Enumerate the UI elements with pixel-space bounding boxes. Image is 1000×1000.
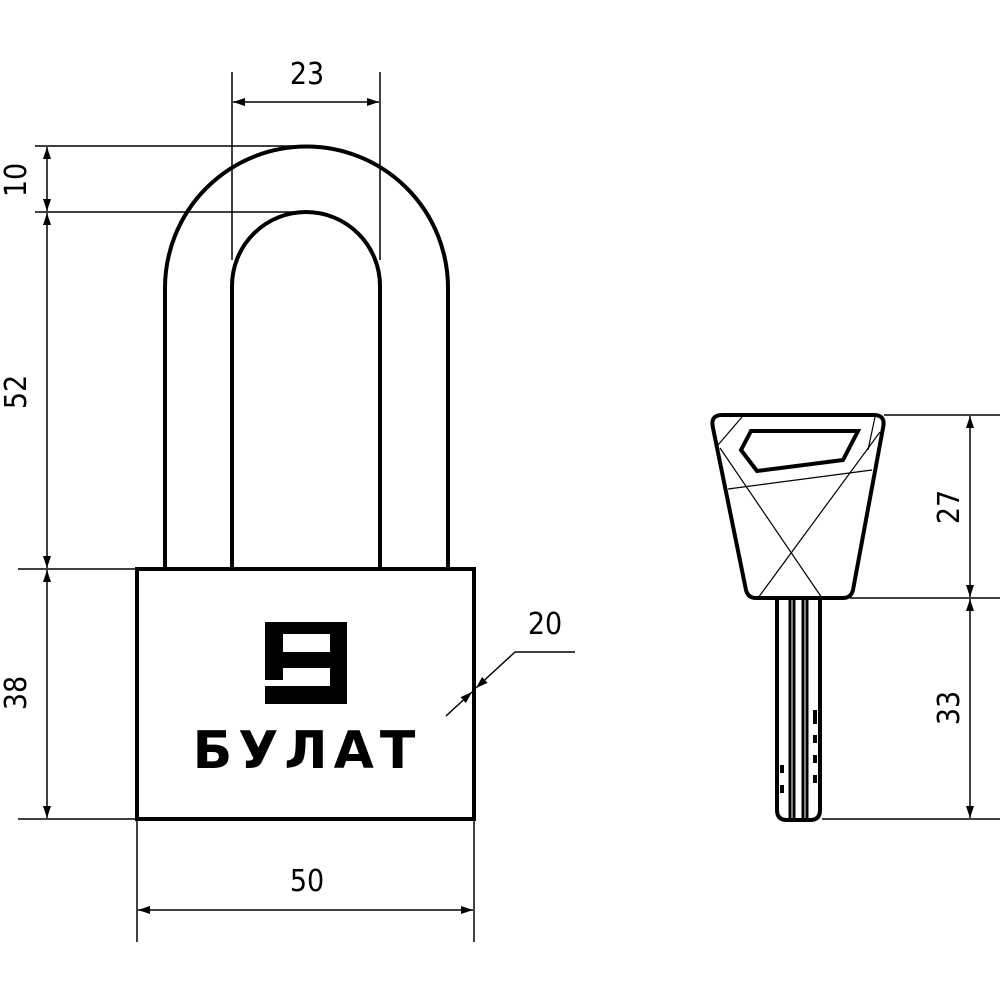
shackle-outer [163, 144, 450, 569]
shackle [163, 144, 450, 569]
brand-logo: БУЛАТ [193, 622, 422, 781]
dim-key-blade-length: 33 [932, 691, 967, 725]
brand-name: БУЛАТ [193, 721, 422, 781]
key-construction-lines [717, 416, 881, 599]
dim-shackle-clearance: 52 [0, 375, 34, 409]
dim-shackle-thickness: 10 [0, 163, 34, 197]
key-dimensions [822, 414, 1000, 820]
dim-body-height: 38 [0, 676, 34, 710]
lock-dimensions [18, 72, 575, 942]
key-blade-grooves [788, 598, 809, 820]
dim-shackle-inner-width: 23 [290, 57, 324, 92]
key-blade [775, 598, 822, 822]
key-head [710, 413, 886, 600]
brand-logo-mark [265, 622, 347, 704]
key-bitting [780, 710, 817, 793]
key [710, 413, 886, 822]
dim-key-head-height: 27 [932, 490, 967, 524]
dim-body-width: 50 [290, 864, 324, 899]
key-head-window [738, 429, 862, 474]
dim-body-depth: 20 [528, 607, 562, 642]
shackle-inner [230, 210, 382, 569]
